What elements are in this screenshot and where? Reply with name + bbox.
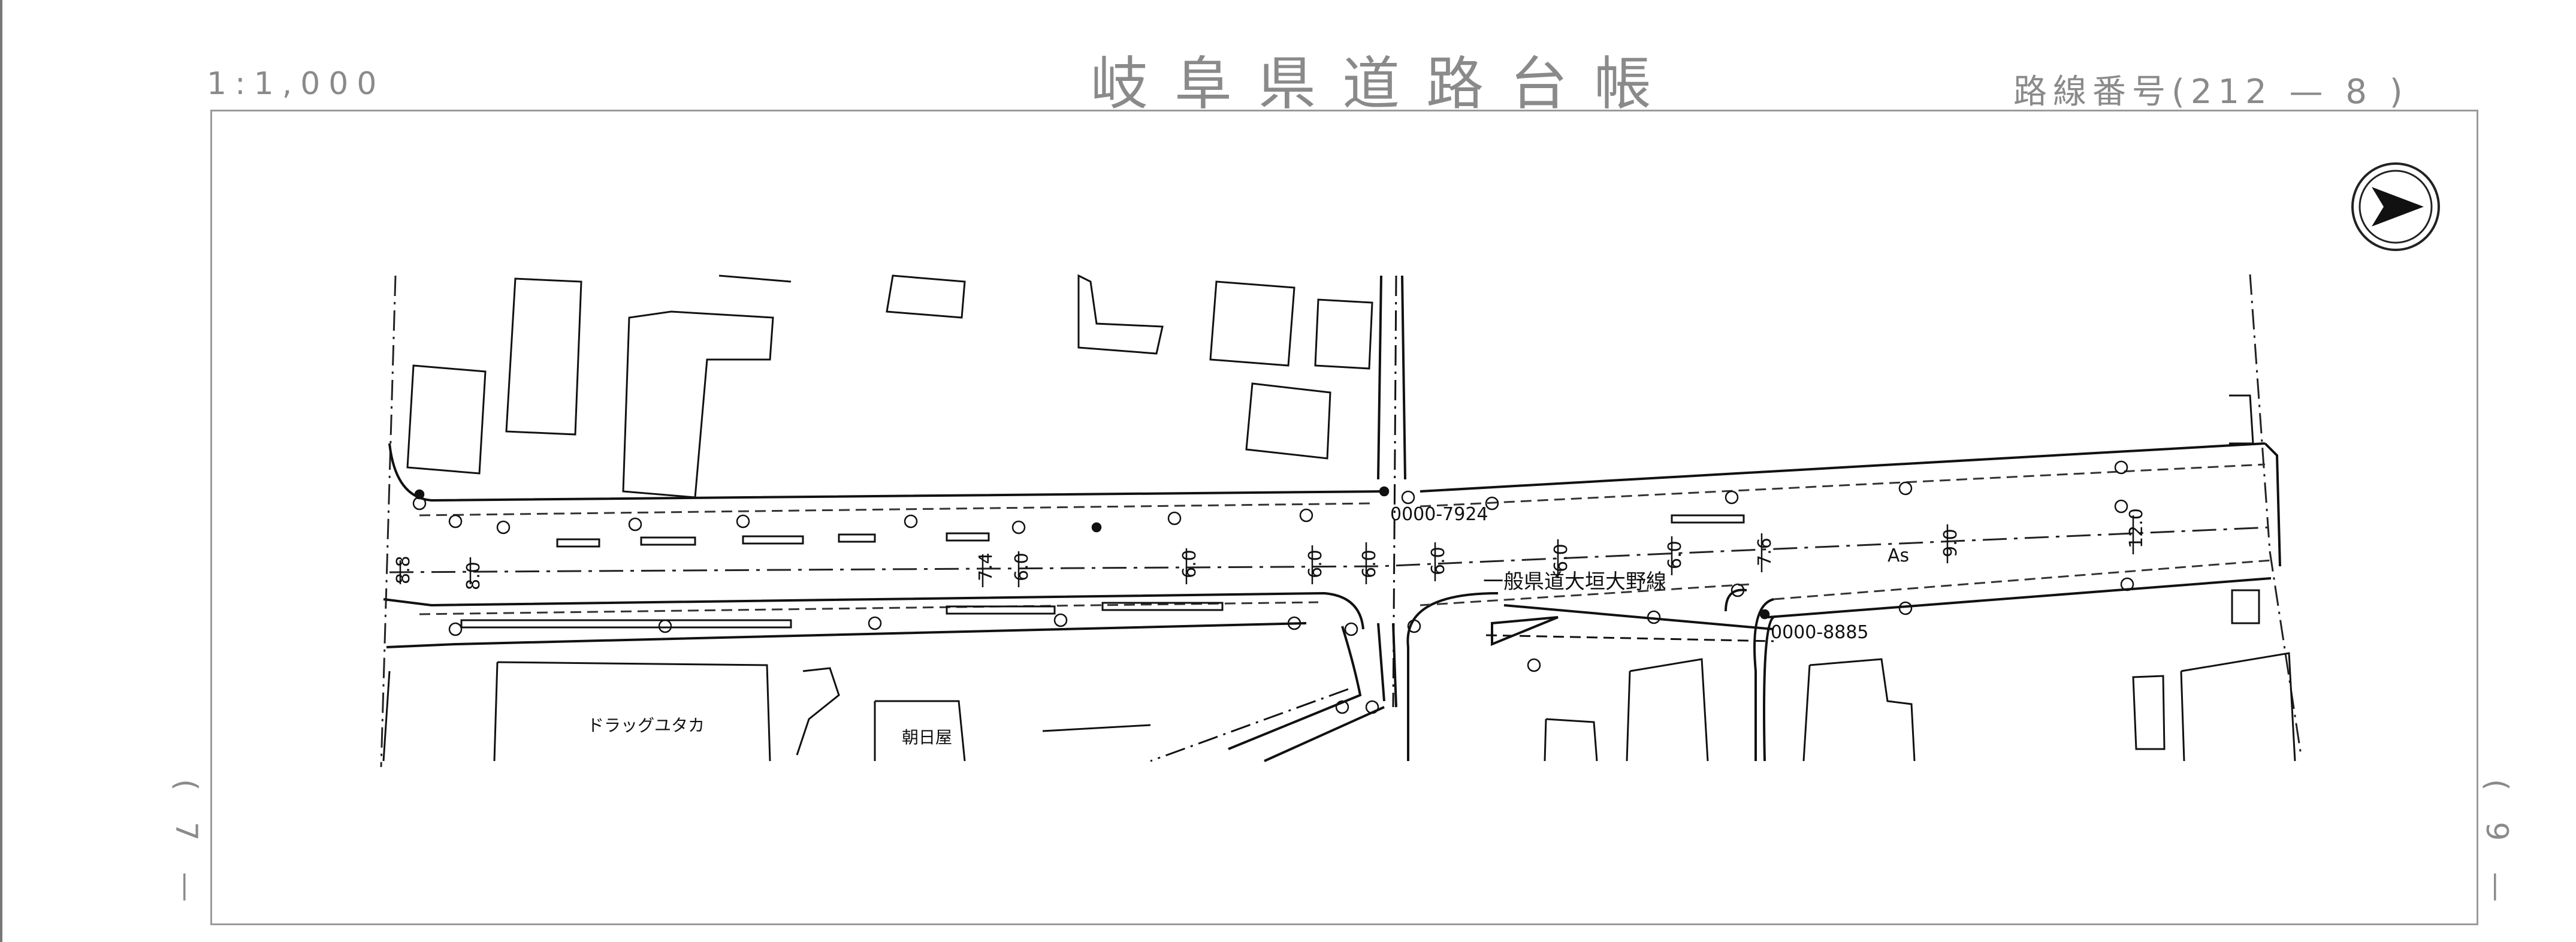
surface-label: As [1888,545,1909,566]
width-dimensions [399,515,2134,587]
prev-sheet-label: ( 7 — [169,779,204,913]
page-title: 岐阜県道路台帳 [1091,50,1678,117]
control-point-label: 0000-8885 [1771,622,1869,643]
width-label: 6.0 [1665,541,1686,569]
road-name: 一般県道大垣大野線 [1483,570,1666,594]
cross-street [1377,275,1406,708]
landmark-drugstore: ドラッグユタカ [587,715,705,735]
sheet-left-edge [0,0,2,942]
width-label: 6.0 [1359,550,1380,578]
width-label: 6.0 [1428,547,1449,575]
road-centerline [389,526,2272,573]
road-edges [383,442,2281,762]
width-label: 7.4 [976,552,996,581]
width-labels: 8.8 8.0 7.4 6.0 6.0 6.0 6.0 6.0 6.0 6.0 … [393,508,2147,590]
width-label: 7.6 [1754,538,1775,566]
map-frame [210,110,2478,925]
buildings-north [406,274,2254,499]
curb-blocks [460,514,1745,629]
width-label: 12.0 [2126,508,2147,548]
map-outline [380,274,2302,768]
utility-symbols [412,460,2134,714]
map-frame-bottom [210,923,2478,925]
width-label: 6.0 [1179,550,1200,578]
map-scale: 1:1,000 [207,66,385,102]
width-label: 8.0 [463,561,484,590]
width-label: 9.0 [1940,529,1961,557]
control-point-label: 0000-7924 [1390,504,1488,525]
sidewalk-lines [419,463,2272,615]
width-label: 8.8 [393,555,414,584]
north-arrow-icon [2351,162,2440,251]
buildings-south [382,589,2296,762]
width-label: 6.0 [1305,550,1326,578]
branch-road [1150,604,1774,762]
route-number: 路線番号(212 — 8 ) [2013,73,2409,111]
map-labels: 0000-7924 0000-8885 一般県道大垣大野線 As ドラッグユタカ… [587,504,1909,747]
landmark-shop: 朝日屋 [902,727,952,747]
width-label: 6.0 [1011,552,1032,581]
width-label: 6.0 [1551,544,1572,572]
next-sheet-label: ( 9 — [2480,779,2514,913]
